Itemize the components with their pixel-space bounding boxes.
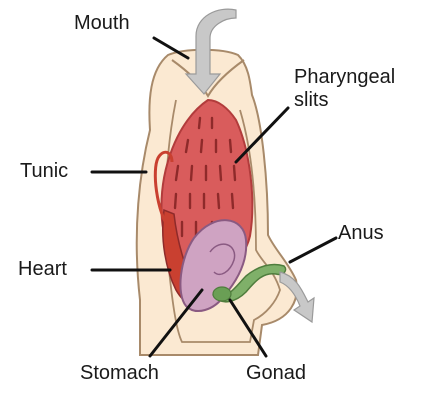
label-stomach: Stomach xyxy=(80,362,159,385)
label-tunic: Tunic xyxy=(20,160,68,183)
anus-leader xyxy=(290,238,336,262)
label-pharyngeal-slits: Pharyngeal slits xyxy=(294,66,395,112)
label-heart: Heart xyxy=(18,258,67,281)
label-mouth: Mouth xyxy=(74,12,130,35)
gonad-body xyxy=(213,287,231,301)
label-anus: Anus xyxy=(338,222,384,245)
label-gonad: Gonad xyxy=(246,362,306,385)
